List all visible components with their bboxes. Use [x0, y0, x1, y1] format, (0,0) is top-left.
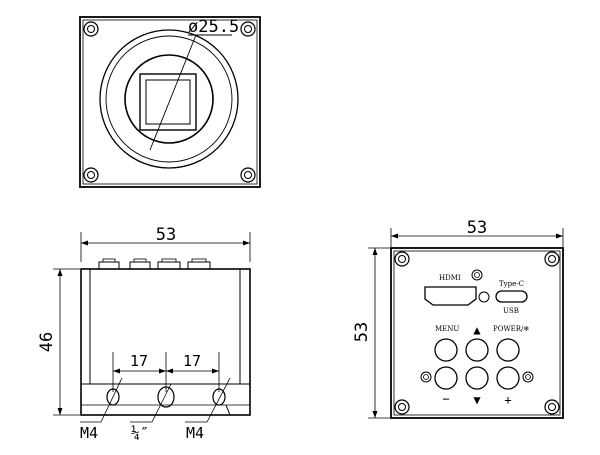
- power-button[interactable]: [496, 338, 520, 362]
- hdmi-port: [424, 286, 477, 306]
- side-connector-2: [129, 261, 151, 270]
- plus-symbol: +: [504, 393, 511, 407]
- rear-screw-bottom-right: [544, 399, 560, 415]
- power-label: POWER/❄: [493, 325, 529, 333]
- side-height-label: 46: [37, 332, 57, 352]
- front-screw-bottom-left: [83, 167, 99, 183]
- plus-button[interactable]: [496, 366, 520, 390]
- usb-label: USB: [503, 307, 519, 315]
- side-spacing-right-label: 17: [183, 352, 201, 370]
- sensor-outline: [139, 73, 197, 131]
- hdmi-label: HDMI: [439, 274, 461, 282]
- diameter-label: ø25.5: [188, 17, 239, 37]
- front-screw-top-left: [83, 21, 99, 37]
- side-leader-m4-left: [100, 377, 123, 423]
- rear-screw-top-right: [544, 251, 560, 267]
- side-view: 53 46 17 17: [37, 225, 251, 442]
- side-spacing-left-label: 17: [130, 352, 148, 370]
- side-connector-4: [187, 261, 211, 270]
- front-screw-bottom-right: [240, 167, 256, 183]
- rear-body-outline: [390, 247, 564, 419]
- rear-height-label: 53: [352, 322, 372, 342]
- side-spacing-arrows: [113, 368, 219, 374]
- side-mount-center-label: ¼″: [131, 424, 149, 442]
- diameter-leader-line: [149, 34, 197, 151]
- minus-symbol: −: [442, 392, 449, 406]
- menu-button[interactable]: [434, 338, 458, 362]
- up-arrow-icon: ▲: [473, 323, 481, 337]
- lens-bore: [124, 54, 214, 144]
- rear-top-small-hole: [471, 269, 483, 281]
- status-led: [478, 291, 490, 303]
- front-body-outline: [79, 16, 261, 188]
- down-arrow-icon: ▼: [473, 393, 481, 407]
- down-button[interactable]: [465, 366, 489, 390]
- usb-c-port: [495, 290, 528, 303]
- front-screw-top-right: [240, 21, 256, 37]
- rear-side-hole-left: [420, 371, 432, 383]
- front-body-inner-outline: [82, 19, 258, 185]
- rear-view: 53 53 HDMI: [352, 218, 564, 419]
- menu-label: MENU: [435, 325, 459, 333]
- sensor-inner: [145, 79, 191, 125]
- side-width-label: 53: [156, 225, 176, 245]
- side-body-outline: [80, 268, 251, 416]
- rear-width-label: 53: [467, 218, 487, 238]
- side-connector-1: [98, 261, 120, 270]
- front-view: ø25.5: [79, 16, 261, 188]
- side-leader-m4-right: [206, 377, 231, 423]
- usb-type-label: Type-C: [499, 280, 524, 288]
- side-mount-left-label: M4: [80, 424, 98, 442]
- side-mount-right-label: M4: [186, 424, 204, 442]
- rear-screw-bottom-left: [394, 399, 410, 415]
- side-connector-3: [157, 261, 181, 270]
- minus-button[interactable]: [434, 366, 458, 390]
- rear-screw-top-left: [394, 251, 410, 267]
- rear-side-hole-right: [522, 371, 534, 383]
- side-leader-quarter-inch: [151, 383, 172, 423]
- rear-body-inner-outline: [393, 250, 561, 416]
- up-button[interactable]: [465, 338, 489, 362]
- lens-mount-outer-ring: [99, 29, 239, 169]
- lens-mount-inner-ring: [105, 35, 233, 163]
